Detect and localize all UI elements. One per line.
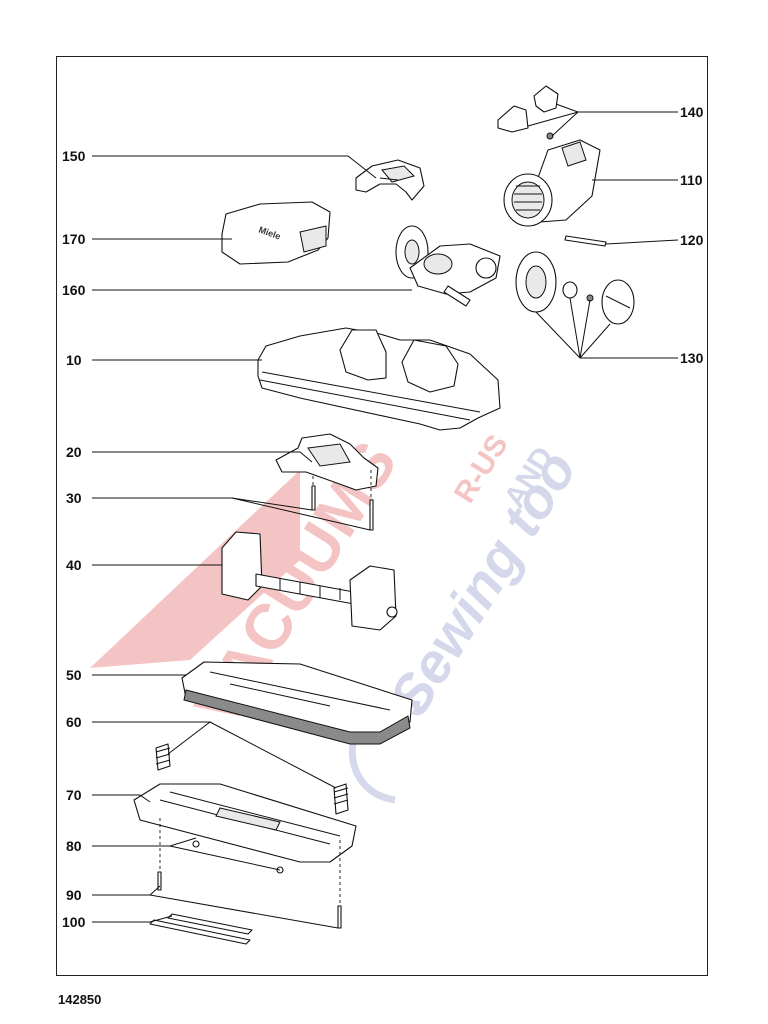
leader-lines [92,103,679,929]
part-10-drawing [257,327,501,431]
part-100-label: 100 [62,914,86,930]
part-10-label: 10 [66,352,82,368]
part-20-drawing [275,433,379,491]
part-20-label: 20 [66,444,82,460]
part-50-label: 50 [66,667,82,683]
document-number: 142850 [58,992,102,1007]
part-130-label: 130 [680,350,704,366]
part-140-drawing [497,85,559,140]
part-40-drawing [221,531,398,631]
part-30-drawing [311,470,374,531]
part-90-label: 90 [66,887,82,903]
part-110-label: 110 [680,172,703,188]
part-150-label: 150 [62,148,86,164]
part-70-label: 70 [66,787,82,803]
part-140-label: 140 [680,104,704,120]
part-30-label: 30 [66,490,82,506]
part-170-label: 170 [62,231,86,247]
part-60-drawing [155,743,349,815]
part-120-drawing [564,235,607,247]
part-130-drawing [515,251,635,325]
part-100-drawing [149,913,253,945]
part-70-drawing [133,783,357,863]
part-90-drawing [157,818,342,929]
part-40-label: 40 [66,557,82,573]
part-labels: 150 170 160 10 20 30 40 50 60 70 80 90 1… [62,104,704,930]
part-160-drawing [395,225,501,307]
part-50-drawing [181,661,413,745]
part-110-drawing [503,139,601,227]
part-170-drawing: Miele [221,201,331,265]
watermark-red-arrow [90,470,300,668]
part-160-label: 160 [62,282,86,298]
diagram-frame [56,56,708,976]
part-120-label: 120 [680,232,704,248]
part-150-drawing [355,159,425,201]
part-60-label: 60 [66,714,82,730]
watermark: VACUUMS R-US AND Sewing too [90,429,588,804]
part-80-label: 80 [66,838,82,854]
